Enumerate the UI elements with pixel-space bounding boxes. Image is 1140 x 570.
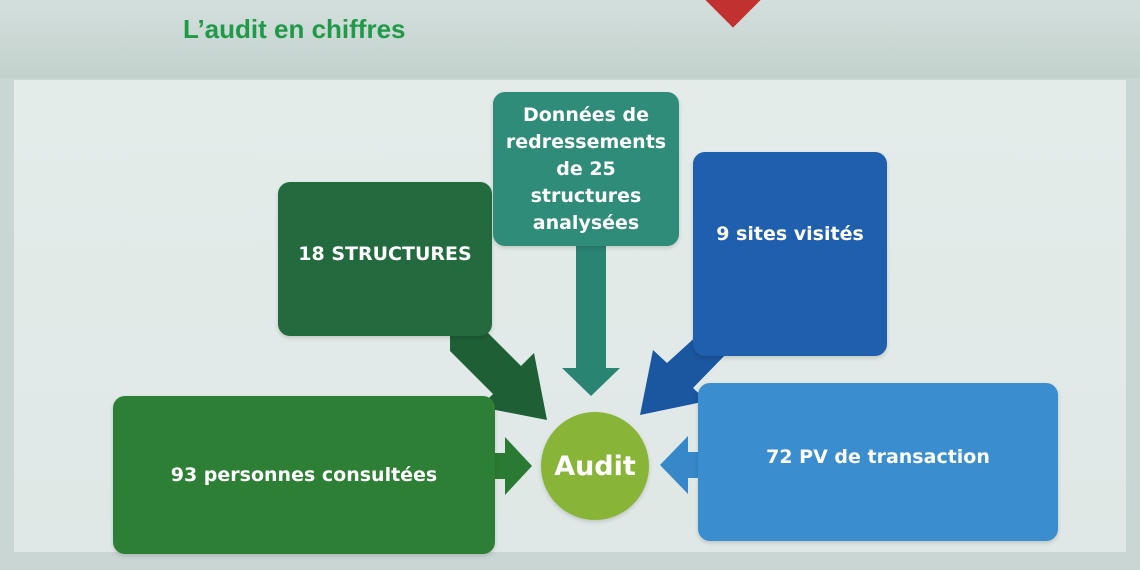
- arrow-structures-to-audit: [450, 332, 547, 420]
- node-donnees: Données de redressements de 25 structure…: [493, 92, 679, 246]
- node-sites: 9 sites visités: [693, 152, 887, 356]
- arrow-donnees-to-audit: [562, 246, 620, 396]
- header-band: [0, 0, 1140, 78]
- node-pv: 72 PV de transaction: [698, 383, 1058, 541]
- audit-center-node: Audit: [541, 412, 649, 520]
- node-personnes-label: 93 personnes consultées: [170, 463, 438, 486]
- page-title: L’audit en chiffres: [183, 14, 406, 44]
- node-donnees-label: Données de redressements de 25 structure…: [505, 103, 667, 234]
- node-personnes: 93 personnes consultées: [113, 396, 495, 554]
- node-structures-label: 18 STRUCTURES: [298, 242, 472, 265]
- arrow-personnes-to-audit: [495, 437, 532, 495]
- node-structures: 18 STRUCTURES: [278, 182, 492, 336]
- audit-center-label: Audit: [554, 450, 636, 482]
- arrow-pv-to-audit: [660, 436, 698, 494]
- node-sites-label: 9 sites visités: [716, 222, 864, 245]
- node-pv-label: 72 PV de transaction: [766, 445, 990, 468]
